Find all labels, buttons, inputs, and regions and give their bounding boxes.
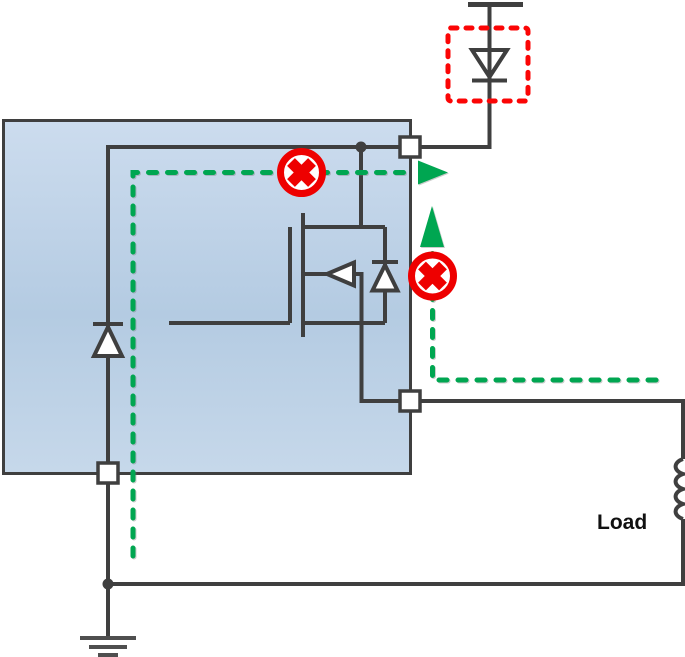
earth-ground-symbol	[80, 636, 136, 657]
blocked-path-right-arrow-icon	[420, 206, 444, 247]
diode-triangle-icon	[468, 48, 511, 81]
no-current-marker-top	[277, 148, 326, 197]
mosfet-body-arrow-icon	[321, 259, 356, 289]
mosfet-source-wire	[353, 272, 400, 403]
inductor-coil-icon	[673, 457, 685, 521]
ic-internal-wires	[106, 145, 400, 463]
junction-dot-drain	[355, 141, 367, 153]
no-current-marker-right	[408, 251, 457, 301]
drain-pin-terminal	[398, 135, 422, 159]
load-bottom-wire	[108, 519, 685, 586]
blocked-path-left-dashes	[130, 170, 417, 559]
no-reverse-current-path-left	[130, 160, 448, 559]
blocked-path-right-dashes	[430, 246, 659, 383]
ground-pin-terminal	[96, 461, 120, 485]
no-reverse-current-path-right	[420, 206, 659, 383]
driver-ic-block	[2, 119, 412, 475]
x-badge-cross-icon	[287, 158, 316, 187]
body-diode-triangle-icon	[369, 260, 401, 293]
load-loop	[106, 399, 685, 637]
load-label: Load	[597, 511, 648, 534]
junction-dot-ground	[102, 578, 114, 590]
power-rail-symbol	[420, 2, 523, 149]
blocked-path-left-arrow-icon	[418, 160, 448, 185]
reverse-blocking-diode	[468, 48, 511, 83]
clamp-diode-triangle-icon	[90, 322, 126, 358]
internal-clamp-diode	[90, 322, 126, 358]
fault-highlight-box	[445, 25, 531, 104]
source-pin-terminal	[398, 389, 422, 413]
drain-rail-wire	[106, 145, 400, 463]
x-badge-cross-icon	[418, 261, 447, 291]
supply-wire	[420, 6, 492, 149]
load-top-wire	[420, 399, 685, 459]
nmos-with-body-diode	[288, 213, 401, 403]
